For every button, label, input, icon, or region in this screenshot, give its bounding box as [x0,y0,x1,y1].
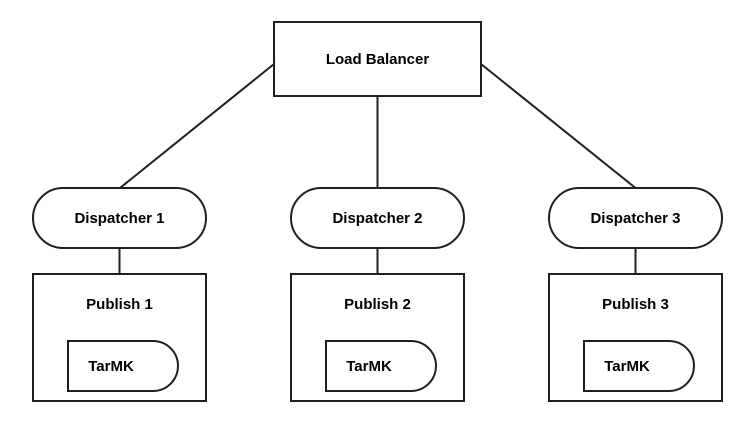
node-publish-1: Publish 1 TarMK [32,273,207,402]
tarmk-1-label: TarMK [88,357,134,375]
publish-3-label: Publish 3 [602,296,669,313]
node-tarmk-2: TarMK [325,340,437,392]
publish-2-label: Publish 2 [344,296,411,313]
publish-1-label: Publish 1 [86,296,153,313]
node-dispatcher-1: Dispatcher 1 [32,187,207,249]
node-publish-2: Publish 2 TarMK [290,273,465,402]
node-dispatcher-2: Dispatcher 2 [290,187,465,249]
node-tarmk-1: TarMK [67,340,179,392]
node-tarmk-3: TarMK [583,340,695,392]
tarmk-3-label: TarMK [604,357,650,375]
dispatcher-1-label: Dispatcher 1 [74,209,165,227]
node-dispatcher-3: Dispatcher 3 [548,187,723,249]
edge-lb-dispatcher1 [119,63,275,189]
node-publish-3: Publish 3 TarMK [548,273,723,402]
dispatcher-3-label: Dispatcher 3 [590,209,681,227]
dispatcher-2-label: Dispatcher 2 [332,209,423,227]
load-balancer-label: Load Balancer [325,50,430,68]
node-load-balancer: Load Balancer [273,21,482,97]
edge-lb-dispatcher3 [480,63,637,189]
tarmk-2-label: TarMK [346,357,392,375]
